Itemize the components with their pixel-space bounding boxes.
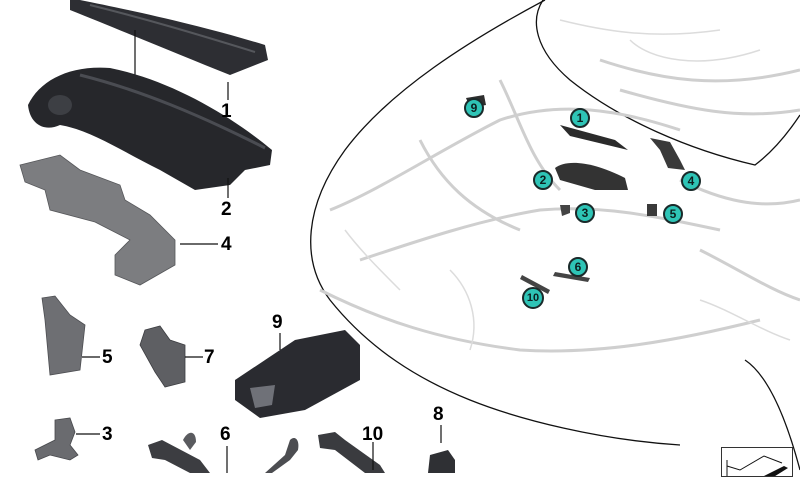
car-part-3[interactable] xyxy=(560,205,570,216)
part-6-holder-strap[interactable] xyxy=(148,432,299,473)
car-part-6[interactable] xyxy=(553,272,590,282)
car-part-1[interactable] xyxy=(560,125,628,150)
callout-5[interactable]: 5 xyxy=(663,204,683,224)
car-part-5[interactable] xyxy=(647,204,657,216)
label-part-5: 5 xyxy=(102,347,113,368)
part-2-harness-carrier[interactable] xyxy=(28,67,272,190)
part-8-grommet[interactable] xyxy=(428,450,455,473)
callout-4[interactable]: 4 xyxy=(681,171,701,191)
part-9-cover-box[interactable] xyxy=(235,330,360,418)
label-part-1: 1 xyxy=(221,101,232,122)
callout-6[interactable]: 6 xyxy=(568,257,588,277)
catalog-part-icon[interactable] xyxy=(721,447,793,478)
car-part-4[interactable] xyxy=(650,138,685,170)
label-part-9: 9 xyxy=(272,312,283,333)
wiring-harness-background xyxy=(319,58,800,353)
label-part-4: 4 xyxy=(221,234,232,255)
label-part-2: 2 xyxy=(221,199,232,220)
vehicle-outline xyxy=(310,0,800,471)
label-part-8: 8 xyxy=(433,404,444,425)
callout-9[interactable]: 9 xyxy=(464,98,484,118)
callout-10[interactable]: 10 xyxy=(522,287,544,309)
part-5-bracket[interactable] xyxy=(41,295,86,376)
car-part-10[interactable] xyxy=(520,275,550,294)
part-7-clip[interactable] xyxy=(139,325,186,388)
part-1-cover-strip[interactable] xyxy=(70,0,268,75)
label-part-10: 10 xyxy=(362,424,384,445)
callout-1[interactable]: 1 xyxy=(570,108,590,128)
car-part-2[interactable] xyxy=(555,162,628,190)
part-3-small-bracket[interactable] xyxy=(34,417,79,461)
part-4-bracket[interactable] xyxy=(19,154,176,286)
callout-3[interactable]: 3 xyxy=(575,203,595,223)
part-10-long-strap[interactable] xyxy=(318,432,385,473)
callout-2[interactable]: 2 xyxy=(533,170,553,190)
label-part-6: 6 xyxy=(220,424,231,445)
label-part-7: 7 xyxy=(204,347,215,368)
label-part-3: 3 xyxy=(102,424,113,445)
